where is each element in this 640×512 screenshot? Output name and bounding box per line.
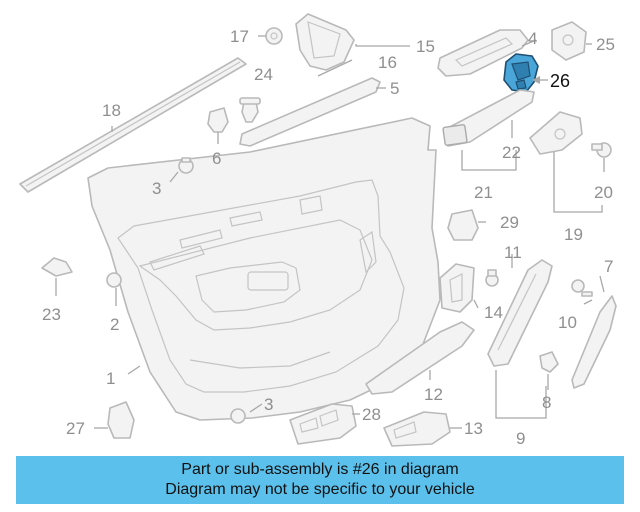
armrest-strip-part — [443, 89, 535, 147]
callout-13: 13 — [464, 419, 483, 438]
window-switch-13-part — [383, 411, 451, 447]
armrest-part — [365, 321, 475, 395]
leader-lines — [55, 35, 605, 429]
callout-21: 21 — [474, 183, 493, 202]
callout-18: 18 — [102, 101, 121, 120]
screw-20-part — [591, 142, 612, 158]
callout-29: 29 — [500, 213, 519, 232]
callout-28: 28 — [362, 405, 381, 424]
callout-27: 27 — [66, 419, 85, 438]
pillar-strip-part — [487, 259, 553, 367]
pull-handle-part — [529, 111, 583, 155]
callout-22: 22 — [502, 143, 521, 162]
callout-14: 14 — [484, 303, 503, 322]
clip-8-part — [539, 351, 559, 373]
screw-11-part — [485, 269, 499, 287]
clip-24-part — [239, 97, 261, 123]
callout-25: 25 — [596, 35, 615, 54]
callout-11: 11 — [504, 243, 522, 262]
callout-6: 6 — [212, 149, 221, 168]
window-switch-28-part — [289, 403, 357, 445]
callout-1: 1 — [106, 369, 115, 388]
screw-3-top-part — [178, 157, 194, 174]
banner-line-2: Diagram may not be specific to your vehi… — [165, 481, 475, 498]
callout-8: 8 — [542, 393, 551, 412]
callout-3-top: 3 — [152, 179, 161, 198]
screw-2-part — [106, 272, 122, 288]
switch-27-part — [107, 401, 135, 439]
callout-3-bottom: 3 — [264, 395, 273, 414]
inner-handle-part — [439, 263, 475, 313]
info-banner: Part or sub-assembly is #26 in diagram D… — [16, 456, 624, 504]
callout-9: 9 — [516, 429, 525, 448]
callout-12: 12 — [424, 385, 443, 404]
callout-20: 20 — [594, 183, 613, 202]
belt-moulding-part — [239, 77, 381, 147]
callout-2: 2 — [110, 315, 119, 334]
callout-24: 24 — [254, 65, 273, 84]
retainer-6-part — [207, 107, 229, 133]
callout-26: 26 — [550, 71, 570, 91]
callout-23: 23 — [42, 305, 61, 324]
highlighted-part-26 — [503, 53, 539, 93]
clip-17-part — [265, 27, 283, 45]
callout-16: 16 — [378, 53, 397, 72]
callout-10: 10 — [558, 313, 577, 332]
switch-25-part — [551, 21, 587, 61]
callout-4: 4 — [528, 29, 537, 48]
banner-line-1: Part or sub-assembly is #26 in diagram — [181, 461, 459, 478]
screw-10-part — [571, 279, 593, 297]
callout-19: 19 — [564, 225, 583, 244]
callout-5: 5 — [390, 79, 399, 98]
trim-strip-7-part — [571, 295, 617, 389]
callout-17: 17 — [230, 27, 249, 46]
parts-diagram: 17 16 15 4 25 26 24 5 18 6 3 22 21 20 19… — [19, 13, 617, 448]
callout-7: 7 — [604, 257, 613, 276]
mirror-cover-part — [295, 13, 355, 71]
switch-29-part — [447, 209, 479, 241]
callout-15: 15 — [416, 37, 435, 56]
clip-23-part — [41, 257, 73, 277]
screw-3-bottom-part — [230, 408, 246, 424]
